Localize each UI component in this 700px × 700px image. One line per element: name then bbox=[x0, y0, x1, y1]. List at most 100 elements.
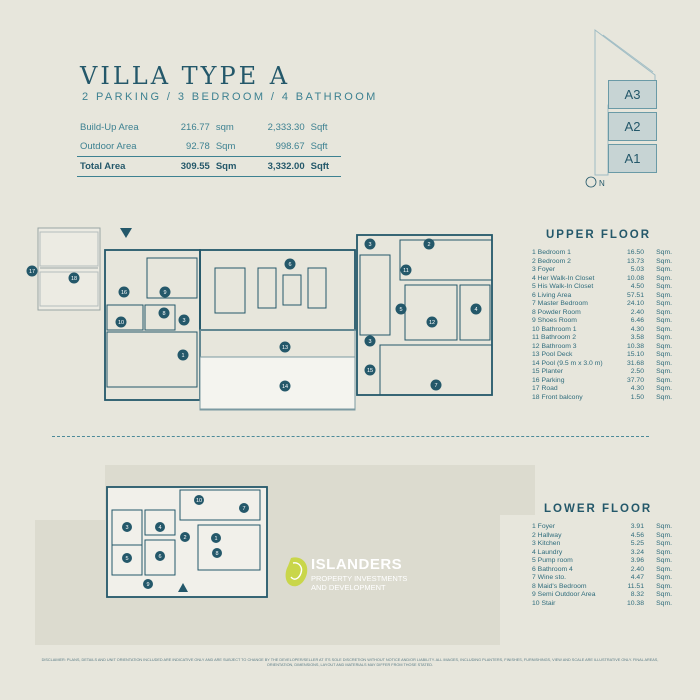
keymap-unit-a2: A2 bbox=[608, 112, 657, 141]
room-name: 12 Bathroom 3 bbox=[532, 342, 577, 350]
room-unit: Sqm. bbox=[656, 591, 672, 598]
room-marker bbox=[430, 379, 442, 391]
room-area: 3.91 bbox=[630, 523, 644, 530]
area-unit: Sqm bbox=[215, 141, 236, 152]
room-marker bbox=[284, 258, 296, 270]
room-marker bbox=[470, 303, 482, 315]
room-unit: Sqm. bbox=[656, 359, 672, 367]
room-area: 15.10 bbox=[626, 351, 644, 358]
area-label: Total Area bbox=[77, 156, 166, 177]
brand-tagline-line2: AND DEVELOPMENT bbox=[311, 583, 386, 592]
area-unit: Sqm bbox=[212, 156, 250, 177]
room-area: 13.73 bbox=[626, 257, 644, 265]
room-marker bbox=[26, 265, 38, 277]
room-unit: Sqm. bbox=[656, 393, 672, 401]
room-marker bbox=[364, 364, 376, 376]
room-unit: Sqm. bbox=[656, 291, 672, 299]
area-row: Build-Up Area 216.77 sqm 2,333.30 Sqft bbox=[77, 118, 341, 137]
room-marker bbox=[400, 264, 412, 276]
area-unit: Sqft bbox=[310, 122, 328, 133]
brand-tagline-line1: PROPERTY INVESTMENTS bbox=[311, 574, 408, 583]
room-marker-number: 8 bbox=[162, 311, 165, 317]
room-name: 8 Maid's Bedroom bbox=[532, 582, 587, 590]
room-unit: Sqm. bbox=[656, 334, 672, 341]
room-unit: Sqm. bbox=[656, 368, 672, 375]
room-area: 5.03 bbox=[630, 266, 644, 273]
room-area: 24.10 bbox=[626, 300, 644, 307]
area-sqm: 216.77 bbox=[180, 122, 210, 133]
room-list-item: 7 Master Bedroom 24.10 Sqm. bbox=[532, 300, 672, 309]
room-name: 9 Semi Outdoor Area bbox=[532, 591, 596, 598]
room-name: 9 Shoes Room bbox=[532, 317, 577, 324]
north-icon bbox=[585, 176, 597, 188]
floor-divider bbox=[52, 436, 649, 437]
room-marker-number: 18 bbox=[71, 276, 77, 282]
room-area: 6.46 bbox=[630, 317, 644, 324]
disclaimer: DISCLAIMER: PLANS, DETAILS AND UNIT ORIE… bbox=[41, 658, 659, 667]
room-unit: Sqm. bbox=[656, 574, 672, 581]
room-unit: Sqm. bbox=[656, 266, 672, 273]
room-marker bbox=[118, 286, 130, 298]
room-name: 1 Bedroom 1 bbox=[532, 249, 571, 256]
room-area: 4.50 bbox=[630, 283, 644, 290]
room-marker bbox=[177, 349, 189, 361]
room-unit: Sqm. bbox=[656, 557, 672, 564]
room-unit: Sqm. bbox=[656, 582, 672, 590]
room-area: 2.50 bbox=[630, 368, 644, 375]
room-name: 7 Wine sto. bbox=[532, 574, 566, 581]
room-area: 4.47 bbox=[630, 574, 644, 581]
area-unit: Sqft bbox=[310, 141, 328, 152]
area-total-row: Total Area 309.55 Sqm 3,332.00 Sqft bbox=[77, 156, 341, 177]
room-marker bbox=[68, 272, 80, 284]
room-marker bbox=[395, 303, 407, 315]
room-marker-number: 1 bbox=[181, 353, 184, 359]
room-list-item: 9 Shoes Room 6.46 Sqm. bbox=[532, 317, 672, 326]
room-unit: Sqm. bbox=[656, 376, 672, 384]
room-name: 7 Master Bedroom bbox=[532, 300, 588, 307]
room-area: 4.30 bbox=[630, 325, 644, 333]
room-marker-number: 5 bbox=[399, 307, 402, 313]
area-row: Outdoor Area 92.78 Sqm 998.67 Sqft bbox=[77, 137, 341, 157]
room-unit: Sqm. bbox=[656, 249, 672, 256]
room-marker bbox=[364, 238, 376, 250]
room-area: 3.24 bbox=[630, 548, 644, 556]
room-marker-number: 2 bbox=[427, 242, 430, 248]
room-marker-number: 3 bbox=[182, 318, 185, 324]
area-sqm: 92.78 bbox=[186, 141, 210, 152]
room-area: 37.70 bbox=[626, 376, 644, 384]
room-area: 10.38 bbox=[626, 342, 644, 350]
room-unit: Sqm. bbox=[656, 531, 672, 539]
room-unit: Sqm. bbox=[656, 599, 672, 607]
room-marker-number: 16 bbox=[121, 290, 127, 296]
room-unit: Sqm. bbox=[656, 300, 672, 307]
room-marker-number: 11 bbox=[403, 268, 409, 274]
room-name: 1 Foyer bbox=[532, 523, 556, 530]
area-sqft: 2,333.30 bbox=[267, 122, 305, 133]
room-name: 2 Bedroom 2 bbox=[532, 257, 571, 265]
room-area: 10.38 bbox=[626, 599, 644, 607]
room-marker-number: 17 bbox=[29, 269, 35, 275]
room-unit: Sqm. bbox=[656, 317, 672, 324]
room-marker-number: 14 bbox=[282, 384, 288, 390]
room-marker bbox=[159, 286, 171, 298]
area-sqft: 998.67 bbox=[275, 141, 305, 152]
room-unit: Sqm. bbox=[656, 540, 672, 547]
room-marker bbox=[279, 341, 291, 353]
room-name: 11 Bathroom 2 bbox=[532, 334, 577, 341]
brand-name: ISLANDERS bbox=[311, 556, 403, 573]
